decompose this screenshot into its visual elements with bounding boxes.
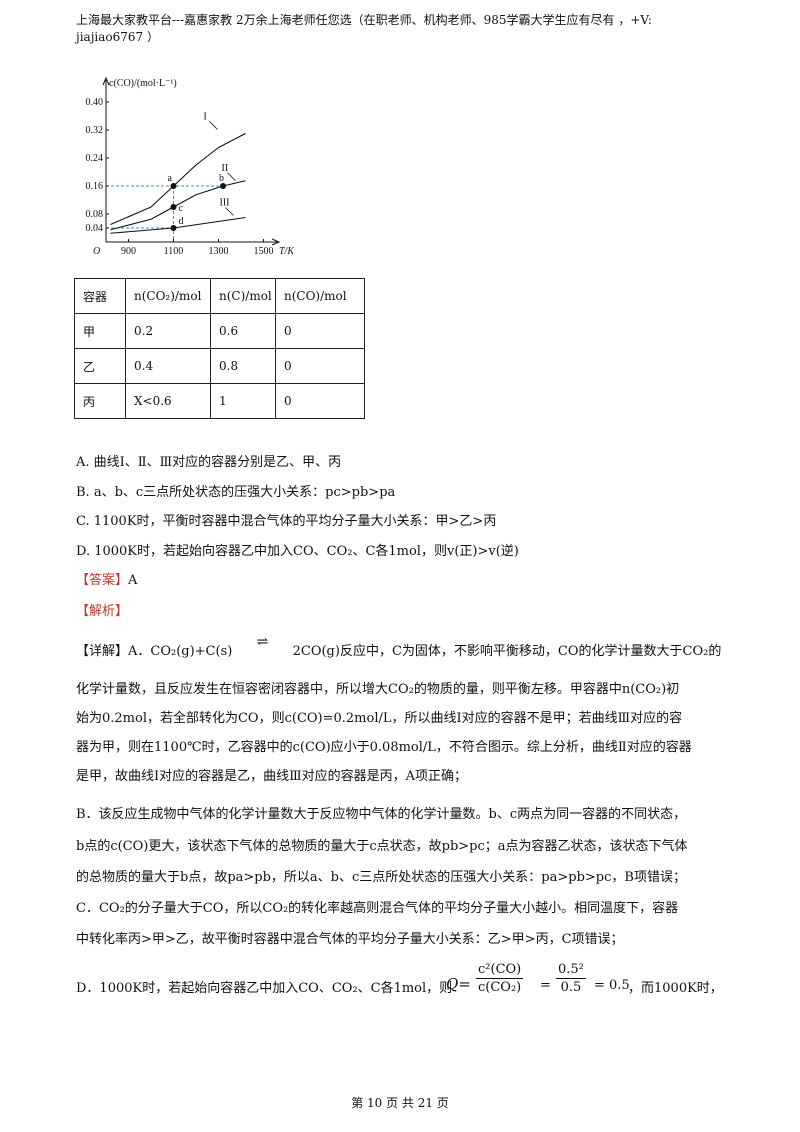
table-cell: 0.6: [210, 313, 276, 349]
point-c: [170, 204, 177, 210]
y-tick-label: 0.08: [86, 209, 104, 220]
point-b: [220, 183, 226, 189]
table-cell: X<0.6: [125, 383, 211, 419]
x-tick-label: 900: [121, 246, 136, 257]
table-cell: 丙: [74, 383, 126, 419]
result-value: = 0.5: [594, 978, 630, 993]
header-line-1: 上海最大家教平台---嘉惠家教 2万余上海老师任您选（在职老师、机构老师、985…: [76, 13, 652, 27]
detail-text: 【详解】A．CO₂(g)+C(s): [76, 644, 233, 659]
detail-line-11-end: ，而1000K时，: [628, 981, 723, 996]
x-axis-label: T/K: [279, 246, 294, 257]
fraction-denominator: 0.5: [560, 980, 582, 995]
co-concentration-chart: c(CO)/(mol·L⁻¹) T/K O 0.40 0.32 0.24 0.16 0.08…: [86, 76, 294, 257]
q-symbol: Q=: [446, 975, 471, 993]
y-tick-label: 0.24: [86, 153, 104, 164]
table-cell: 0.8: [210, 348, 276, 384]
table-row: 丙 X<0.6 1 0: [74, 383, 365, 419]
table-cell: 1: [210, 383, 276, 419]
equals-sign: =: [540, 978, 551, 993]
table-header-cell: n(CO₂)/mol: [125, 278, 211, 314]
y-tick-label: 0.40: [86, 97, 104, 108]
fraction-values: 0.5² 0.5: [556, 962, 586, 995]
series-line-I: [110, 133, 246, 226]
x-tick-label: 1500: [254, 246, 274, 257]
header-line-2: jiajiao6767 ）: [76, 30, 160, 44]
option-c: C. 1100K时，平衡时容器中混合气体的平均分子量大小关系：甲>乙>丙: [76, 514, 497, 529]
detail-line-11: D．1000K时，若起始向容器乙中加入CO、CO₂、C各1mol，则: [76, 981, 453, 996]
table-cell: 甲: [74, 313, 126, 349]
point-label-a: a: [168, 173, 173, 184]
detail-line-5: 是甲，故曲线Ⅰ对应的容器是乙，曲线Ⅲ对应的容器是丙，A项正确；: [76, 769, 468, 784]
detail-line-10: 中转化率丙>甲>乙，故平衡时容器中混合气体的平均分子量大小关系：乙>甲>丙，C项…: [76, 932, 624, 947]
reversible-arrow-icon: ⇌: [256, 634, 269, 650]
origin-label: O: [93, 246, 100, 257]
detail-line-1: 【详解】A．CO₂(g)+C(s) ⇌ 2CO(g)反应中，C为固体，不影响平衡…: [76, 634, 722, 661]
x-tick-label: 1300: [209, 246, 229, 257]
detail-line-6: B．该反应生成物中气体的化学计量数大于反应物中气体的化学计量数。b、c两点为同一…: [76, 807, 687, 822]
y-axis-arrow-icon: [102, 76, 110, 86]
table-header-row: 容器 n(CO₂)/mol n(C)/mol n(CO)/mol: [74, 278, 365, 314]
detail-line-7: b点的c(CO)更大，该状态下气体的总物质的量大于c点状态，故pb>pc；a点为…: [76, 839, 688, 854]
page-footer: 第 10 页 共 21 页: [351, 1096, 449, 1110]
series-line-II: [110, 180, 246, 231]
page-header: 上海最大家教平台---嘉惠家教 2万余上海老师任您选（在职老师、机构老师、985…: [76, 12, 736, 46]
table-header-cell: n(C)/mol: [210, 278, 276, 314]
point-a: [170, 183, 177, 189]
option-d: D. 1000K时，若起始向容器乙中加入CO、CO₂、C各1mol，则v(正)>…: [76, 544, 519, 559]
table-cell: 0: [275, 348, 365, 384]
container-table: 容器 n(CO₂)/mol n(C)/mol n(CO)/mol 甲 0.2 0…: [74, 278, 365, 419]
y-axis-label: c(CO)/(mol·L⁻¹): [109, 78, 177, 89]
table-row: 乙 0.4 0.8 0: [74, 348, 365, 384]
table-cell: 0: [275, 313, 365, 349]
table-header-cell: 容器: [74, 278, 126, 314]
series-label-I: I: [204, 112, 207, 123]
y-tick-label: 0.32: [86, 125, 104, 136]
point-label-d: d: [179, 216, 184, 227]
detail-line-2: 化学计量数，且反应发生在恒容密闭容器中，所以增大CO₂的物质的量，则平衡左移。甲…: [76, 682, 680, 697]
series-leader-II: [227, 172, 236, 182]
table-cell: 0: [275, 383, 365, 419]
answer-line: 【答案】A: [76, 572, 137, 590]
detail-text: 2CO(g)反应中，C为固体，不影响平衡移动，CO的化学计量数大于CO₂的: [292, 644, 722, 659]
table-cell: 0.4: [125, 348, 211, 384]
x-axis-arrow-icon: [271, 238, 281, 246]
table-cell: 0.2: [125, 313, 211, 349]
option-a: A. 曲线Ⅰ、Ⅱ、Ⅲ对应的容器分别是乙、甲、丙: [76, 455, 342, 470]
point-label-b: b: [219, 173, 224, 184]
detail-line-9: C．CO₂的分子量大于CO，所以CO₂的转化率越高则混合气体的平均分子量大小越小…: [76, 901, 679, 916]
fraction-numerator: c²(CO): [476, 962, 524, 979]
series-leader-III: [225, 207, 234, 216]
table-header-cell: n(CO)/mol: [275, 278, 365, 314]
fraction-denominator: c(CO₂): [478, 980, 522, 995]
x-tick-label: 1100: [164, 246, 184, 257]
point-d: [170, 225, 177, 231]
series-leader-I: [209, 121, 218, 130]
point-label-c: c: [179, 203, 184, 214]
chart-points: a b cd: [168, 173, 226, 231]
option-b: B. a、b、c三点所处状态的压强大小关系：pc>pb>pa: [76, 485, 396, 500]
chart-ticks: 0.40 0.32 0.24 0.16 0.08 0.04 900 1100 1300 1500: [86, 97, 274, 257]
answer-value: A: [128, 573, 138, 588]
fraction-concentration: c²(CO) c(CO₂): [476, 962, 524, 995]
table-cell: 乙: [74, 348, 126, 384]
detail-line-4: 器为甲，则在1100℃时，乙容器中的c(CO)应小于0.08mol/L，不符合图…: [76, 740, 692, 755]
detail-line-8: 的总物质的量大于b点，故pa>pb，所以a、b、c三点所处状态的压强大小关系：p…: [76, 870, 686, 885]
table-row: 甲 0.2 0.6 0: [74, 313, 365, 349]
answer-label: 【答案】: [76, 573, 129, 588]
series-label-III: III: [220, 198, 230, 209]
fraction-numerator: 0.5²: [556, 962, 586, 979]
y-tick-label: 0.16: [86, 181, 104, 192]
series-label-II: II: [222, 163, 229, 174]
analysis-label: 【解析】: [76, 604, 129, 619]
y-tick-label: 0.04: [86, 223, 104, 234]
detail-line-3: 始为0.2mol，若全部转化为CO，则c(CO)=0.2mol/L，所以曲线Ⅰ对…: [76, 711, 683, 726]
